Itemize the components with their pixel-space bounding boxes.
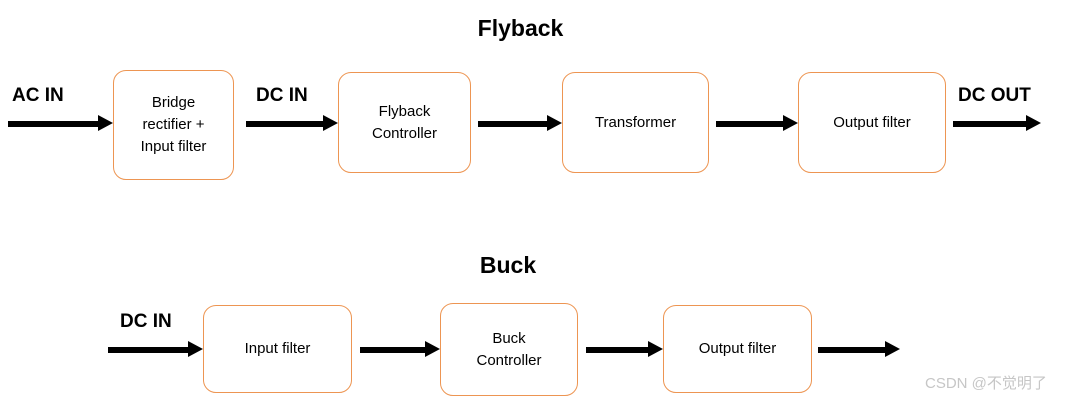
arrow-head — [323, 115, 338, 131]
block-label: Flyback Controller — [371, 102, 438, 142]
block-output-filter-flyback[interactable]: Output filter — [798, 72, 946, 173]
arrow-head — [1026, 115, 1041, 131]
arrow-transformer-to-output-filter — [716, 115, 798, 131]
block-output-filter-buck[interactable]: Output filter — [663, 305, 812, 393]
arrow-head — [885, 341, 900, 357]
arrow-head — [648, 341, 663, 357]
block-buck-controller[interactable]: Buck Controller — [440, 303, 578, 396]
arrow-head — [188, 341, 203, 357]
arrow-dc-in-buck — [108, 341, 203, 357]
arrow-shaft — [360, 347, 425, 353]
arrow-dc-out — [953, 115, 1041, 131]
block-label: Buck Controller — [476, 329, 542, 369]
arrow-head — [547, 115, 562, 131]
block-flyback-controller[interactable]: Flyback Controller — [338, 72, 471, 173]
block-bridge-rectifier-input-filter[interactable]: Bridge rectifier + Input filter — [113, 70, 234, 180]
arrow-shaft — [246, 121, 323, 127]
watermark: CSDN @不觉明了 — [925, 375, 1047, 392]
arrow-shaft — [108, 347, 188, 353]
arrow-buck-output — [818, 341, 900, 357]
arrow-head — [98, 115, 113, 131]
arrow-shaft — [818, 347, 885, 353]
arrow-head — [425, 341, 440, 357]
block-transformer[interactable]: Transformer — [562, 72, 709, 173]
arrow-head — [783, 115, 798, 131]
arrow-shaft — [8, 121, 98, 127]
arrow-shaft — [586, 347, 648, 353]
arrow-input-filter-to-buck-controller — [360, 341, 440, 357]
arrow-shaft — [478, 121, 547, 127]
block-input-filter-buck[interactable]: Input filter — [203, 305, 352, 393]
diagram-title-buck: Buck — [479, 252, 537, 278]
port-label-ac-in: AC IN — [12, 85, 64, 106]
arrow-shaft — [716, 121, 783, 127]
arrow-dc-in-flyback — [246, 115, 338, 131]
arrow-ac-in — [8, 115, 113, 131]
arrow-buck-controller-to-output-filter — [586, 341, 663, 357]
port-label-dc-in-buck: DC IN — [120, 311, 172, 332]
block-label: Output filter — [698, 340, 777, 357]
arrow-controller-to-transformer — [478, 115, 562, 131]
arrow-shaft — [953, 121, 1026, 127]
block-label: Transformer — [594, 113, 677, 131]
block-label: Bridge rectifier + Input filter — [140, 94, 207, 155]
port-label-dc-in-flyback: DC IN — [256, 85, 308, 106]
diagram-title-flyback: Flyback — [477, 15, 564, 41]
block-label: Input filter — [244, 340, 311, 357]
port-label-dc-out: DC OUT — [958, 85, 1031, 106]
block-label: Output filter — [833, 113, 911, 131]
